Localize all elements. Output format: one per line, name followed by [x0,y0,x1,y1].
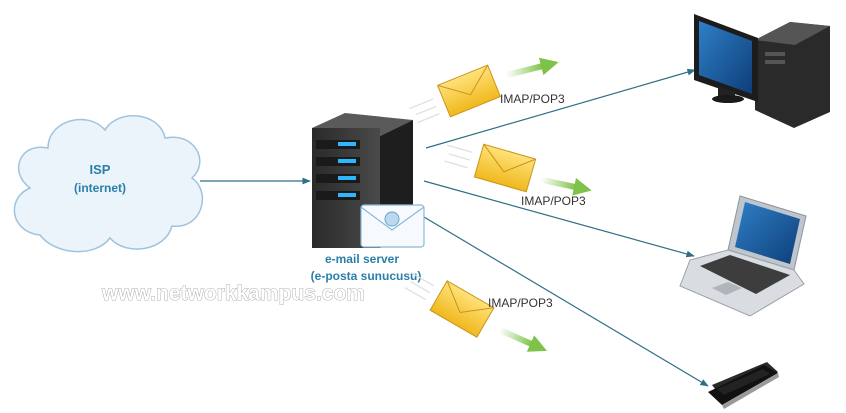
connection-lines [200,68,709,387]
envelope-icon [409,64,502,124]
green-arrow-icon [505,57,559,79]
server-to-desktop-line [425,68,696,149]
server-title: e-mail server [325,252,399,266]
protocol-label-laptop: IMAP/POP3 [521,194,586,208]
smartphone-icon [708,362,779,409]
server-subtitle: (e-posta sunucusu) [311,269,422,283]
desktop-icon [694,14,830,128]
server-to-laptop-line [423,180,695,258]
protocol-label-desktop: IMAP/POP3 [500,92,565,106]
green-arrow-icon [540,176,592,196]
green-arrow-icon [498,326,547,352]
server-to-phone-line [423,216,709,387]
envelope-icon [444,143,537,193]
laptop-icon [679,195,807,317]
mail-badge-icon [360,204,425,248]
envelope-icon [404,272,495,338]
watermark: www.networkkampus.com [101,282,365,305]
isp-title: ISP [90,162,111,177]
protocol-label-phone: IMAP/POP3 [488,296,553,310]
cloud-icon [13,115,203,253]
isp-subtitle: (internet) [74,181,126,195]
